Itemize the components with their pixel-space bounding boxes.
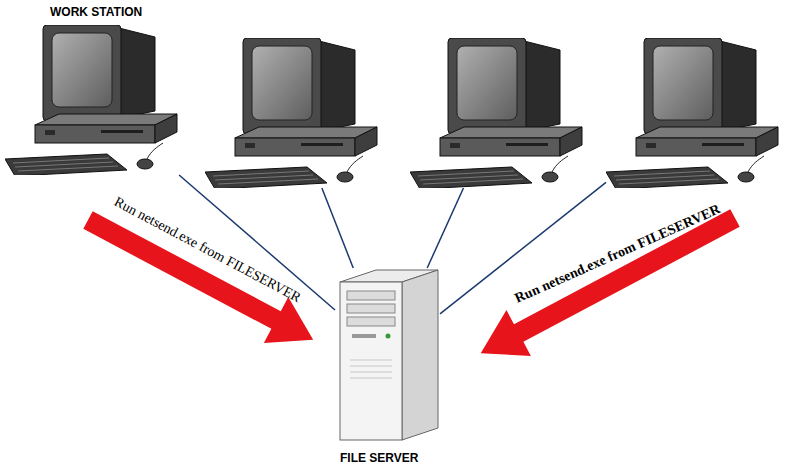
floppy-slot <box>352 334 376 338</box>
server-side <box>402 270 438 440</box>
workstation-node <box>606 38 781 188</box>
network-cable <box>322 188 353 268</box>
red-arrow <box>469 195 748 376</box>
drive-bay <box>347 304 395 313</box>
node-heading: FILE SERVER <box>340 451 418 465</box>
red-arrow <box>76 197 326 363</box>
server-vents <box>350 360 392 378</box>
red-arrow-shape <box>469 195 748 376</box>
drive-bay <box>347 291 395 300</box>
server-illustration <box>340 270 438 440</box>
file-server-node: FILE SERVER <box>335 268 440 443</box>
node-heading: WORK STATION <box>50 5 142 19</box>
workstation-illustration <box>606 38 778 189</box>
network-cable <box>427 188 463 268</box>
workstation-node <box>205 38 380 188</box>
workstation-illustration <box>410 38 582 189</box>
workstation-node <box>410 38 585 188</box>
workstation-illustration <box>5 25 177 176</box>
red-arrow-shape <box>76 197 326 363</box>
power-led <box>386 334 391 339</box>
drive-bay <box>347 317 395 326</box>
workstation-node: WORK STATION <box>5 25 180 175</box>
server-front <box>340 282 402 440</box>
workstation-illustration <box>205 38 377 189</box>
